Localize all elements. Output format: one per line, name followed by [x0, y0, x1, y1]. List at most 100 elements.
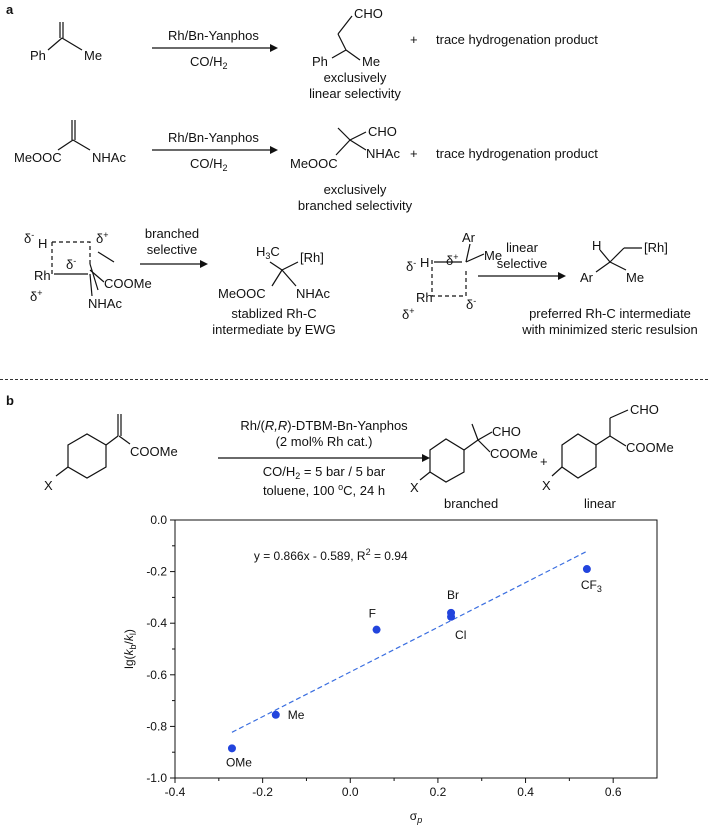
- x-tick-label: -0.2: [252, 785, 273, 799]
- int2-rh: [Rh]: [644, 240, 668, 255]
- y-tick-label: -0.8: [146, 719, 167, 733]
- int2-structure: [595, 247, 642, 273]
- panel-separator: [0, 379, 708, 380]
- row1-note-line2: linear selectivity: [309, 86, 401, 101]
- x-tick-label: 0.4: [517, 785, 534, 799]
- int1-meooc: MeOOC: [218, 286, 266, 301]
- fit-line: [231, 550, 588, 733]
- row1-plus: +: [410, 32, 418, 47]
- linear-cho: CHO: [630, 402, 659, 417]
- row2-prod-cho: CHO: [368, 124, 397, 139]
- point-label: F: [369, 607, 376, 621]
- y-tick-label: -0.4: [146, 616, 167, 630]
- row1-sm-ph: Ph: [30, 48, 46, 63]
- data-point: [582, 565, 591, 574]
- data-point: [227, 744, 236, 753]
- ts2-delta-minus-h: δ-: [406, 258, 417, 274]
- ts1-delta-plus-rh: δ+: [30, 288, 43, 304]
- panel-a-label: a: [6, 2, 14, 17]
- row2-product: [335, 127, 367, 156]
- branched-label: branched: [444, 496, 499, 511]
- point-label: CF3: [581, 578, 602, 594]
- linear-coome: COOMe: [626, 440, 674, 455]
- ts1-delta-minus-h: δ-: [24, 230, 35, 246]
- int2-note-line2: with minimized steric resulsion: [522, 322, 698, 337]
- row1-product: [331, 15, 361, 61]
- row2-side-product: trace hydrogenation product: [436, 146, 598, 161]
- ts2-delta-plus-rh: δ+: [402, 306, 415, 322]
- row2-reagent-bottom: CO/H2: [190, 156, 228, 173]
- x-axis-label: σp: [410, 809, 422, 825]
- row1-note-line1: exclusively: [323, 70, 387, 85]
- plot-frame: [174, 519, 658, 779]
- y-tick-label: 0.0: [150, 513, 167, 527]
- int1-structure: [269, 261, 299, 287]
- int1-nhac: NHAc: [296, 286, 330, 301]
- panel-b-sm-coome: COOMe: [130, 444, 178, 459]
- ts1-nhac: NHAc: [88, 296, 122, 311]
- linear-label: linear: [584, 496, 616, 511]
- row2-plus: +: [410, 146, 418, 161]
- panel-b-sm-structure: [55, 414, 131, 479]
- row2-starting-material: [57, 120, 91, 151]
- row1-prod-ph: Ph: [312, 54, 328, 69]
- row1-reagent-top: Rh/Bn-Yanphos: [168, 28, 259, 43]
- ts2-delta-plus-mid: δ+: [446, 252, 459, 268]
- x-tick-label: 0.2: [430, 785, 447, 799]
- ts1-arrow-line2: selective: [146, 242, 198, 257]
- panel-b-plus: +: [540, 454, 548, 469]
- row2-note-line1: exclusively: [323, 182, 387, 197]
- row2-prod-meooc: MeOOC: [290, 156, 338, 171]
- panel-b-branched-structure: [419, 423, 493, 483]
- row1-prod-cho: CHO: [354, 6, 383, 21]
- ts2-rh: Rh: [416, 290, 433, 305]
- ts2-me: Me: [484, 248, 503, 263]
- y-tick-label: -0.6: [146, 668, 167, 682]
- point-label: Cl: [455, 628, 466, 642]
- ts1-delta-plus-top: δ+: [96, 230, 109, 246]
- int2-h: H: [592, 238, 602, 253]
- row1-prod-me: Me: [362, 54, 381, 69]
- ts1-h: H: [38, 236, 48, 251]
- row1-reagent-bottom: CO/H2: [190, 54, 228, 71]
- point-label: Me: [288, 708, 305, 722]
- x-tick-label: -0.4: [165, 785, 186, 799]
- row2-sm-meooc: MeOOC: [14, 150, 62, 165]
- point-label: Br: [447, 588, 459, 602]
- ts1-structure: [51, 241, 115, 297]
- x-tick-label: 0.0: [342, 785, 359, 799]
- row2-reagent-top: Rh/Bn-Yanphos: [168, 130, 259, 145]
- panel-b-cond-line1: CO/H2 = 5 bar / 5 bar: [262, 464, 386, 481]
- ts1-coome: COOMe: [104, 276, 152, 291]
- ts1-arrow-line1: branched: [144, 226, 200, 241]
- panel-b-sm-x: X: [44, 478, 53, 493]
- ts2-arrow-line2: selective: [496, 256, 548, 271]
- row1-sm-me: Me: [84, 48, 103, 63]
- data-point: [372, 625, 381, 634]
- ts1-rh: Rh: [34, 268, 51, 283]
- ts2-structure: [431, 243, 485, 297]
- y-axis-label: lg(kb/kl): [122, 629, 138, 669]
- ts2-delta-minus-c: δ-: [466, 296, 477, 312]
- row2-note-line2: branched selectivity: [297, 198, 413, 213]
- ts2-ar: Ar: [462, 230, 475, 245]
- panel-b-reagent-line2: (2 mol% Rh cat.): [275, 434, 373, 449]
- ts2-h: H: [420, 255, 430, 270]
- int1-rh: [Rh]: [300, 250, 324, 265]
- linear-x: X: [542, 478, 551, 493]
- int1-note-line2: intermediate by EWG: [212, 322, 336, 337]
- ts1-delta-minus-mid: δ-: [66, 256, 77, 272]
- point-label: OMe: [226, 755, 252, 769]
- y-tick-label: -1.0: [146, 771, 167, 785]
- int1-note-line1: stablized Rh-C: [231, 306, 317, 321]
- row1-side-product: trace hydrogenation product: [436, 32, 598, 47]
- data-point: [271, 710, 280, 719]
- fit-equation: y = 0.866x - 0.589, R2 = 0.94: [254, 547, 408, 563]
- branched-coome: COOMe: [490, 446, 538, 461]
- branched-x: X: [410, 480, 419, 495]
- panel-b-reagent-line1: Rh/(R,R)-DTBM-Bn-Yanphos: [240, 418, 408, 433]
- branched-cho: CHO: [492, 424, 521, 439]
- y-tick-label: -0.2: [146, 565, 167, 579]
